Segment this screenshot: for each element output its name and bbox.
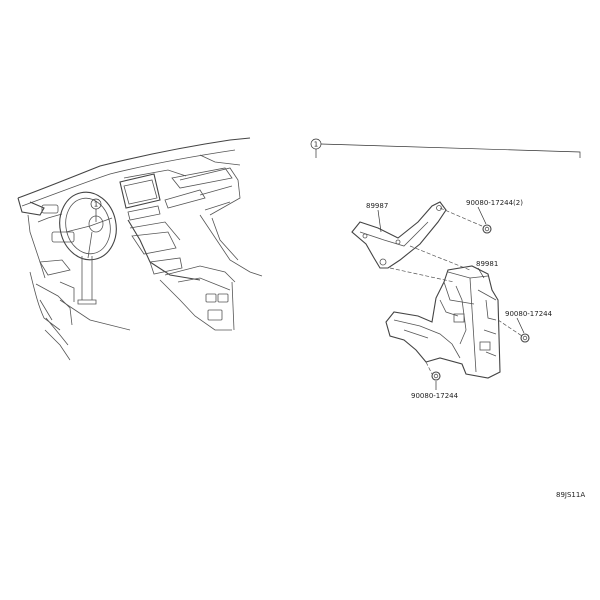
figure-code: 89JS11A bbox=[556, 491, 585, 499]
part-label-nut-bottom: 90080-17244 bbox=[411, 392, 459, 400]
ecu-89981 bbox=[385, 265, 501, 379]
part-label-nut-top: 90080-17244(2) bbox=[466, 199, 523, 207]
nut-bottom bbox=[431, 371, 441, 381]
dashboard-illustration bbox=[17, 137, 263, 361]
part-label-89987: 89987 bbox=[366, 202, 388, 210]
nut-top bbox=[482, 224, 492, 234]
detail-callout-number: 1 bbox=[314, 141, 318, 149]
dashboard-callout-number: 1 bbox=[94, 201, 98, 209]
part-label-89981: 89981 bbox=[476, 260, 498, 268]
nut-right bbox=[520, 333, 530, 343]
part-label-nut-right: 90080-17244 bbox=[505, 310, 553, 318]
bracket-89987 bbox=[351, 201, 447, 269]
detail-bracket-line bbox=[310, 138, 581, 158]
